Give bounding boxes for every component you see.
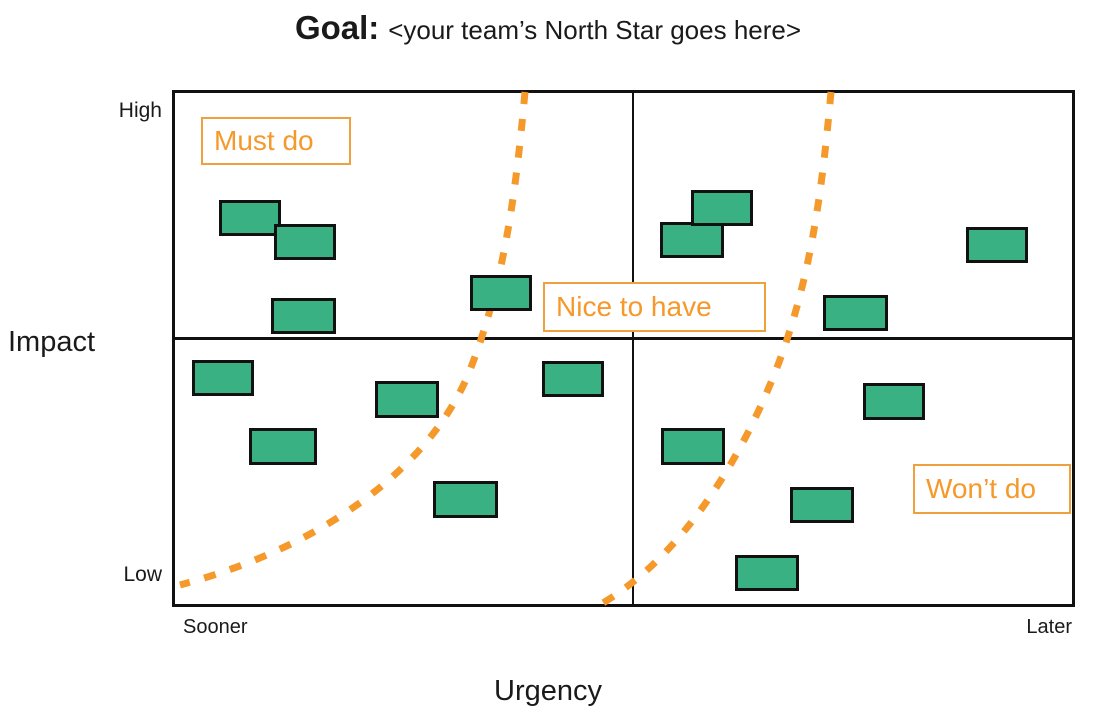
- work-item-card[interactable]: [661, 428, 725, 465]
- plot-frame: [172, 90, 1075, 607]
- x-axis-tick-sooner: Sooner: [183, 616, 248, 638]
- work-item-card[interactable]: [863, 383, 925, 420]
- work-item-card[interactable]: [735, 555, 799, 591]
- work-item-card[interactable]: [542, 361, 604, 397]
- y-axis-tick-low: Low: [123, 563, 162, 586]
- work-item-card[interactable]: [823, 295, 888, 331]
- work-item-card[interactable]: [192, 360, 254, 396]
- x-axis-title: Urgency: [494, 675, 602, 707]
- quadrant-label-nice-to-have-text: Nice to have: [556, 291, 712, 322]
- quadrant-divider-vertical: [631, 93, 634, 604]
- work-item-card[interactable]: [274, 224, 336, 260]
- quadrant-label-nice-to-have[interactable]: Nice to have: [543, 282, 766, 332]
- work-item-card[interactable]: [375, 381, 439, 418]
- page-title-rest: <your team’s North Star goes here>: [388, 15, 802, 45]
- work-item-card[interactable]: [691, 190, 753, 226]
- page-title: Goal: <your team’s North Star goes here>: [0, 8, 1096, 50]
- work-item-card[interactable]: [660, 222, 724, 258]
- quadrant-label-wont-do[interactable]: Won’t do: [913, 464, 1071, 514]
- quadrant-label-must-do[interactable]: Must do: [201, 117, 351, 165]
- quadrant-label-must-do-text: Must do: [214, 125, 314, 156]
- quadrant-divider-horizontal: [175, 337, 1072, 341]
- work-item-card[interactable]: [966, 227, 1028, 263]
- y-axis-title: Impact: [8, 326, 96, 358]
- page-title-strong: Goal:: [294, 9, 380, 46]
- y-axis-tick-high: High: [118, 99, 162, 122]
- work-item-card[interactable]: [790, 487, 854, 523]
- work-item-card[interactable]: [219, 200, 281, 236]
- work-item-card[interactable]: [433, 481, 498, 518]
- quadrant-label-wont-do-text: Won’t do: [926, 473, 1036, 504]
- x-axis-tick-later: Later: [1026, 616, 1072, 638]
- work-item-card[interactable]: [249, 428, 317, 465]
- work-item-card[interactable]: [470, 275, 532, 311]
- work-item-card[interactable]: [271, 298, 336, 334]
